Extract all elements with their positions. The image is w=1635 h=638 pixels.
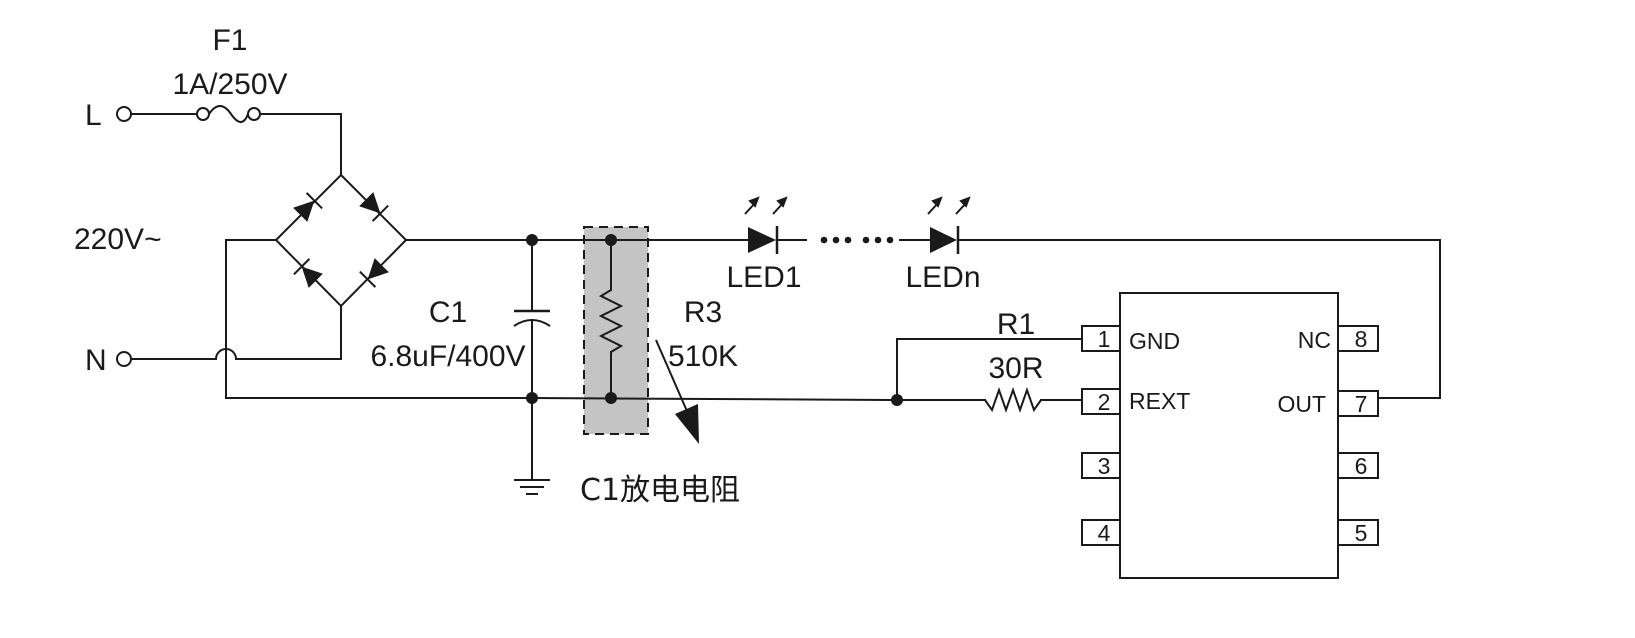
fuse-f1-symbol [196,105,261,123]
r3-ref: R3 [684,296,722,329]
ic-pin-5: 5 [1337,519,1379,546]
terminal-n [116,351,132,367]
r3-note-label: C1放电电阻 [580,473,740,508]
svg-text:8: 8 [1355,326,1368,352]
wire-fuse-to-bridge [259,113,342,176]
wire-n-to-bridge [130,305,342,360]
resistor-r1 [896,386,1083,414]
resistor-r3 [598,239,624,399]
r1-ref: R1 [997,308,1035,341]
wire-gnd-pin [896,338,1083,401]
r1-value: 30R [988,352,1043,385]
ic-pin-1-name: GND [1129,328,1180,354]
bridge-rectifier [274,173,408,308]
capacitor-value: 6.8uF/400V [370,340,525,373]
ledn-symbol [899,196,971,254]
terminal-l [116,106,132,122]
fuse-ref: F1 [212,24,247,57]
ic-pin-3: 3 [1081,452,1121,479]
led1-symbol [744,196,807,254]
terminal-n-label: N [85,344,107,377]
svg-text:1: 1 [1098,326,1111,352]
ic-pin-2-name: REXT [1129,388,1190,414]
svg-text:5: 5 [1355,520,1368,546]
svg-text:7: 7 [1355,391,1368,417]
svg-text:6: 6 [1355,453,1368,479]
led-ellipsis [820,236,894,244]
wire-led-to-out [957,239,1441,399]
ic-pin-2: 2 [1081,388,1121,415]
capacitor-ref: C1 [429,296,467,329]
svg-text:3: 3 [1098,453,1111,479]
ic-pin-8: 8 [1337,325,1379,352]
led1-label: LED1 [726,261,801,294]
ic-body [1119,292,1339,579]
ic-pin-7: 7 [1337,390,1379,417]
ic-pin-8-name: NC [1298,327,1331,353]
wire-return-rail [530,396,899,402]
r3-highlight-box [583,226,649,435]
wire-bridge-negative [225,239,533,399]
svg-text:4: 4 [1098,520,1111,546]
fuse-rating: 1A/250V [172,68,287,101]
terminal-l-label: L [85,99,102,132]
ic-pin-6: 6 [1337,452,1379,479]
ic-pin-1: 1 [1081,325,1121,352]
r3-value: 510K [668,340,738,373]
supply-voltage-label: 220V~ [74,223,162,256]
ic-pin-7-name: OUT [1277,391,1326,417]
ledn-label: LEDn [905,261,980,294]
r3-note-arrow [655,339,699,444]
ground-icon [514,479,550,495]
svg-text:2: 2 [1098,389,1111,415]
ic-pin-4: 4 [1081,519,1121,546]
capacitor-c1 [513,239,551,481]
